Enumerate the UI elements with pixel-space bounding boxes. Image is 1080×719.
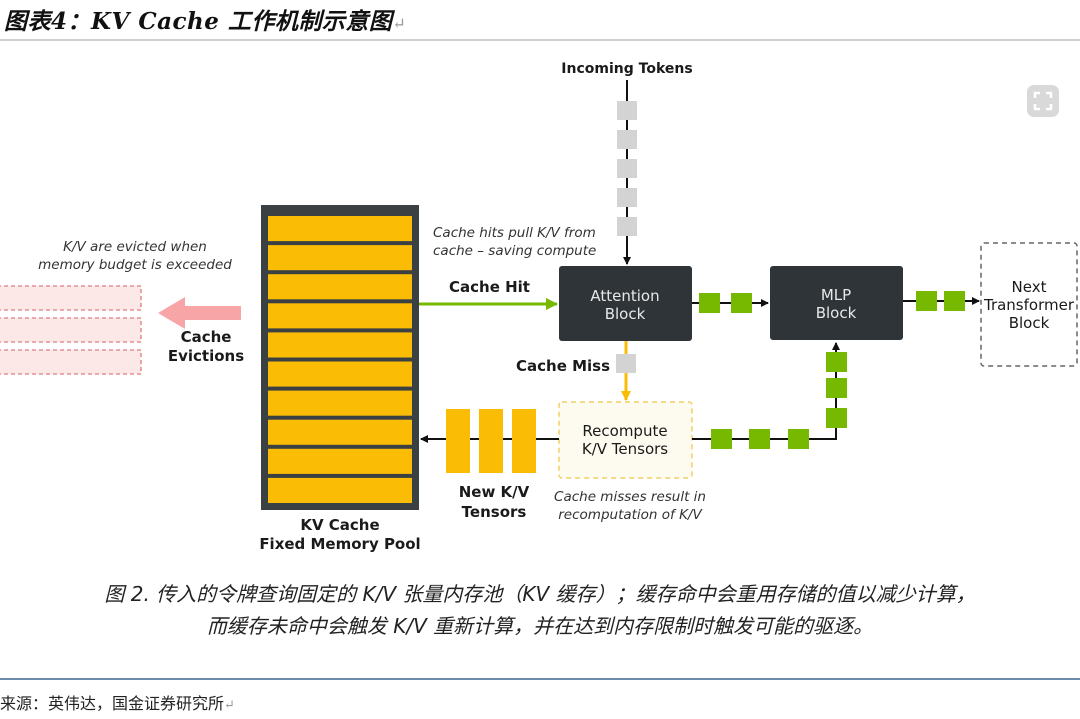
missed-token <box>616 354 636 373</box>
kv-cache-slot <box>268 448 412 474</box>
kv-cache-slots <box>268 216 412 503</box>
eviction-note-line1: K/V are evicted when <box>63 239 207 255</box>
new-kv-tensor <box>479 409 503 473</box>
recompute-line1: Recompute <box>582 422 667 440</box>
paragraph-mark: ↵ <box>224 698 235 713</box>
activation-token <box>749 429 770 449</box>
eviction-arrow-icon <box>158 297 241 329</box>
activation-token <box>788 429 809 449</box>
recompute-to-mlp-line <box>692 342 840 440</box>
expand-image-button[interactable] <box>1027 85 1059 117</box>
new-kv-tensors <box>446 409 536 473</box>
source-divider <box>0 678 1080 680</box>
kv-cache-label-line2: Fixed Memory Pool <box>259 535 420 553</box>
cache-hit-note-line1: Cache hits pull K/V from <box>433 225 596 241</box>
eviction-label-line2: Evictions <box>168 347 244 365</box>
incoming-token-stack <box>617 101 637 236</box>
evicted-slot <box>0 349 142 375</box>
kv-cache-slot <box>268 361 412 387</box>
activation-token <box>731 293 752 313</box>
figure-title-text: 图表4：KV Cache 工作机制示意图 <box>4 8 393 35</box>
kv-cache-slot <box>268 245 412 271</box>
incoming-token <box>617 188 637 207</box>
mlp-block-line2: Block <box>816 304 857 322</box>
new-kv-tensor <box>512 409 536 473</box>
fullscreen-icon <box>1033 91 1053 111</box>
eviction-note-line2: memory budget is exceeded <box>38 257 232 273</box>
activation-token <box>826 408 847 428</box>
activation-token <box>916 291 937 311</box>
evicted-slot <box>0 317 142 343</box>
kv-cache-slot <box>268 216 412 242</box>
incoming-token <box>617 217 637 236</box>
activation-token <box>711 429 732 449</box>
next-block-line1: Next <box>1012 278 1047 296</box>
paragraph-mark: ↵ <box>392 14 407 33</box>
recompute-line2: K/V Tensors <box>582 440 668 458</box>
next-transformer-block <box>980 242 1078 367</box>
cache-miss-label: Cache Miss <box>516 357 610 375</box>
caption-line2: 而缓存未命中会触发 K/V 重新计算，并在达到内存限制时触发可能的驱逐。 <box>206 614 874 638</box>
mlp-block-line1: MLP <box>821 286 851 304</box>
activation-token <box>699 293 720 313</box>
kv-cache-slot <box>268 303 412 329</box>
new-kv-label-line1: New K/V <box>459 483 530 501</box>
activation-token <box>826 352 847 372</box>
next-block-line2: Transformer <box>983 296 1075 314</box>
attention-block <box>559 266 692 341</box>
kv-cache-slot <box>268 274 412 300</box>
kv-cache-slot <box>268 419 412 445</box>
activation-token <box>944 291 965 311</box>
source-note: 来源：英伟达，国金证券研究所↵ <box>0 690 235 714</box>
mlp-block <box>770 266 903 340</box>
attention-block-line2: Block <box>605 305 646 323</box>
incoming-token <box>617 101 637 120</box>
attention-block-line1: Attention <box>590 287 659 305</box>
evicted-slots <box>0 285 142 375</box>
evicted-slot <box>0 285 142 311</box>
kv-cache-label-line1: KV Cache <box>300 516 379 534</box>
new-kv-tensor <box>446 409 470 473</box>
incoming-token <box>617 159 637 178</box>
source-text: 来源：英伟达，国金证券研究所 <box>0 694 225 713</box>
incoming-token <box>617 130 637 149</box>
title-divider <box>0 39 1080 41</box>
kv-cache-slot <box>268 390 412 416</box>
kv-cache-slot <box>268 332 412 358</box>
caption-line1: 图 2. 传入的令牌查询固定的 K/V 张量内存池（KV 缓存）；缓存命中会重用… <box>104 582 976 606</box>
kv-cache-slot <box>268 477 412 503</box>
eviction-label-line1: Cache <box>181 328 232 346</box>
figure-title: 图表4：KV Cache 工作机制示意图↵ <box>4 2 406 36</box>
new-kv-label-line2: Tensors <box>462 503 527 521</box>
activation-token <box>826 378 847 398</box>
recompute-note-line1: Cache misses result in <box>554 489 706 505</box>
cache-hit-label: Cache Hit <box>449 278 530 296</box>
recompute-note-line2: recomputation of K/V <box>558 507 703 523</box>
next-block-line3: Block <box>1009 314 1050 332</box>
cache-hit-note-line2: cache – saving compute <box>433 243 596 259</box>
incoming-tokens-label: Incoming Tokens <box>561 61 692 77</box>
figure-caption: 图 2. 传入的令牌查询固定的 K/V 张量内存池（KV 缓存）；缓存命中会重用… <box>0 578 1080 642</box>
